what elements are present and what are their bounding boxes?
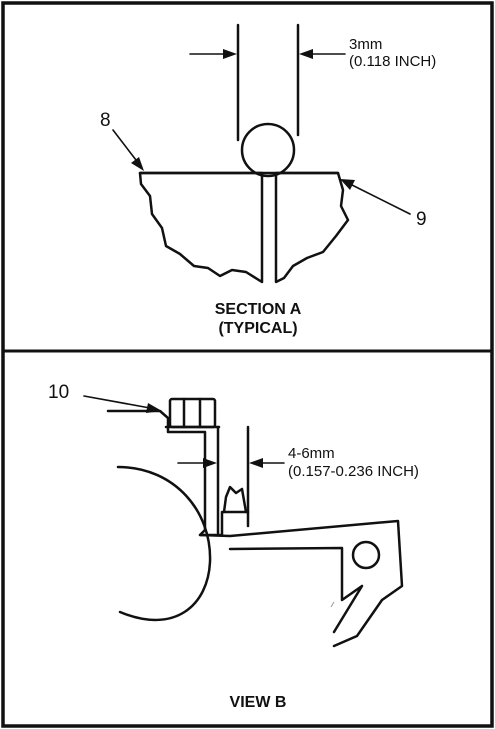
arrowhead-right xyxy=(299,49,313,59)
weld-bead xyxy=(222,485,248,514)
callout-9: 9 xyxy=(416,209,427,230)
bore-arc-outer xyxy=(116,465,212,622)
bracket-inner-outline xyxy=(228,546,364,634)
dimension-b-label-mm: 4-6mm xyxy=(288,445,335,462)
arrowhead-b-right xyxy=(249,458,263,468)
base-section-outline xyxy=(138,171,264,284)
upper-plate-outline xyxy=(106,409,250,537)
bolt-head xyxy=(168,397,217,429)
bracket-outline xyxy=(198,519,404,648)
leader-line-8 xyxy=(112,129,137,161)
dimension-label-inch: (0.118 INCH) xyxy=(349,53,436,70)
dimension-b-label-inch: (0.157-0.236 INCH) xyxy=(288,463,419,480)
arrowhead-b-left xyxy=(203,458,217,468)
weld-ball xyxy=(240,122,296,178)
view-b-panel: 10 4-6mm (0.157-0.236 INCH) VIEW B xyxy=(48,382,419,711)
dimension-label-mm: 3mm xyxy=(349,36,382,53)
callout-10: 10 xyxy=(48,382,69,403)
callout-8: 8 xyxy=(100,110,111,131)
section-a-panel: 3mm (0.118 INCH) 8 9 SECTION A (TYPICAL) xyxy=(100,23,436,337)
faint-mark xyxy=(330,601,335,608)
base-section-outline-right xyxy=(274,171,350,284)
caption-section-a: SECTION A xyxy=(215,301,302,318)
arrowhead-left xyxy=(223,49,237,59)
caption-view-b: VIEW B xyxy=(230,694,287,711)
arrowhead-10 xyxy=(146,403,162,413)
bracket-hole xyxy=(351,540,381,570)
leader-line-9 xyxy=(351,184,411,215)
arrowhead-8 xyxy=(131,157,144,171)
caption-typical: (TYPICAL) xyxy=(218,320,297,337)
leader-line-10 xyxy=(83,395,151,409)
arrowhead-9 xyxy=(340,179,355,190)
